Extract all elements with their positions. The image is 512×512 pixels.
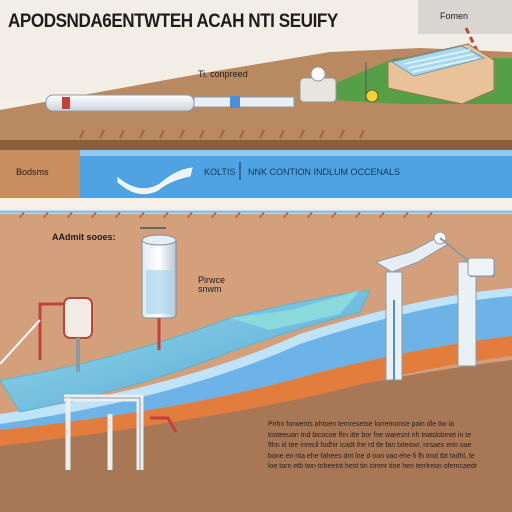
- channel-right-label: NNK CONTION INDLUM OCCENALS: [248, 167, 401, 177]
- corner-label: Fomen: [440, 11, 469, 21]
- lower-hatching: [19, 211, 433, 219]
- faucet-standpipe-2: [457, 261, 477, 367]
- foreground-red-fitting: [150, 416, 178, 433]
- diagonal-cable: [0, 319, 41, 365]
- pipe-connector: [193, 96, 295, 108]
- water-sheet-fold: [230, 290, 360, 330]
- left-box: [0, 150, 80, 198]
- body-text: Pirhn forwents ahtoen temresetse lorremo…: [268, 421, 477, 470]
- dark-ground-edge: [0, 140, 512, 152]
- ground-hatching: [79, 129, 365, 139]
- valve-knob: [310, 66, 326, 82]
- channel-highlight: [80, 150, 512, 156]
- wave-curve: [117, 167, 193, 195]
- lower-left-label: AAdmit sooes:: [52, 232, 116, 242]
- top-pipe-label: Ti. conpreed: [198, 69, 248, 79]
- mid-label-line-2: snwm: [198, 284, 222, 294]
- tank-cap: [141, 234, 177, 246]
- foreground-pipe-outline: [64, 397, 141, 470]
- channel-left-label: KOLTIS: [204, 167, 236, 177]
- left-box-label: Bodsms: [16, 167, 49, 177]
- lamp-icon: [365, 89, 379, 103]
- deep-soil: [0, 360, 512, 512]
- page-title: APODSNDA6ENTWTEH ACAH NTI SEUIFY: [8, 11, 338, 32]
- mid-label: Pirwce snwm: [198, 276, 225, 294]
- filter-fins: [403, 49, 479, 73]
- tank-water-level: [146, 270, 172, 314]
- pipe-red-band: [62, 97, 70, 109]
- corner-panel: [418, 0, 512, 34]
- red-riser: [38, 302, 64, 360]
- aquifer-highlight: [0, 288, 512, 424]
- faucet-outlet: [467, 257, 495, 277]
- orange-band: [0, 336, 512, 446]
- pipe-blue-band: [230, 96, 240, 108]
- mid-label-line-1: Pirwce: [198, 275, 226, 285]
- meter-icon: [63, 297, 93, 339]
- valve-icon: [299, 77, 337, 103]
